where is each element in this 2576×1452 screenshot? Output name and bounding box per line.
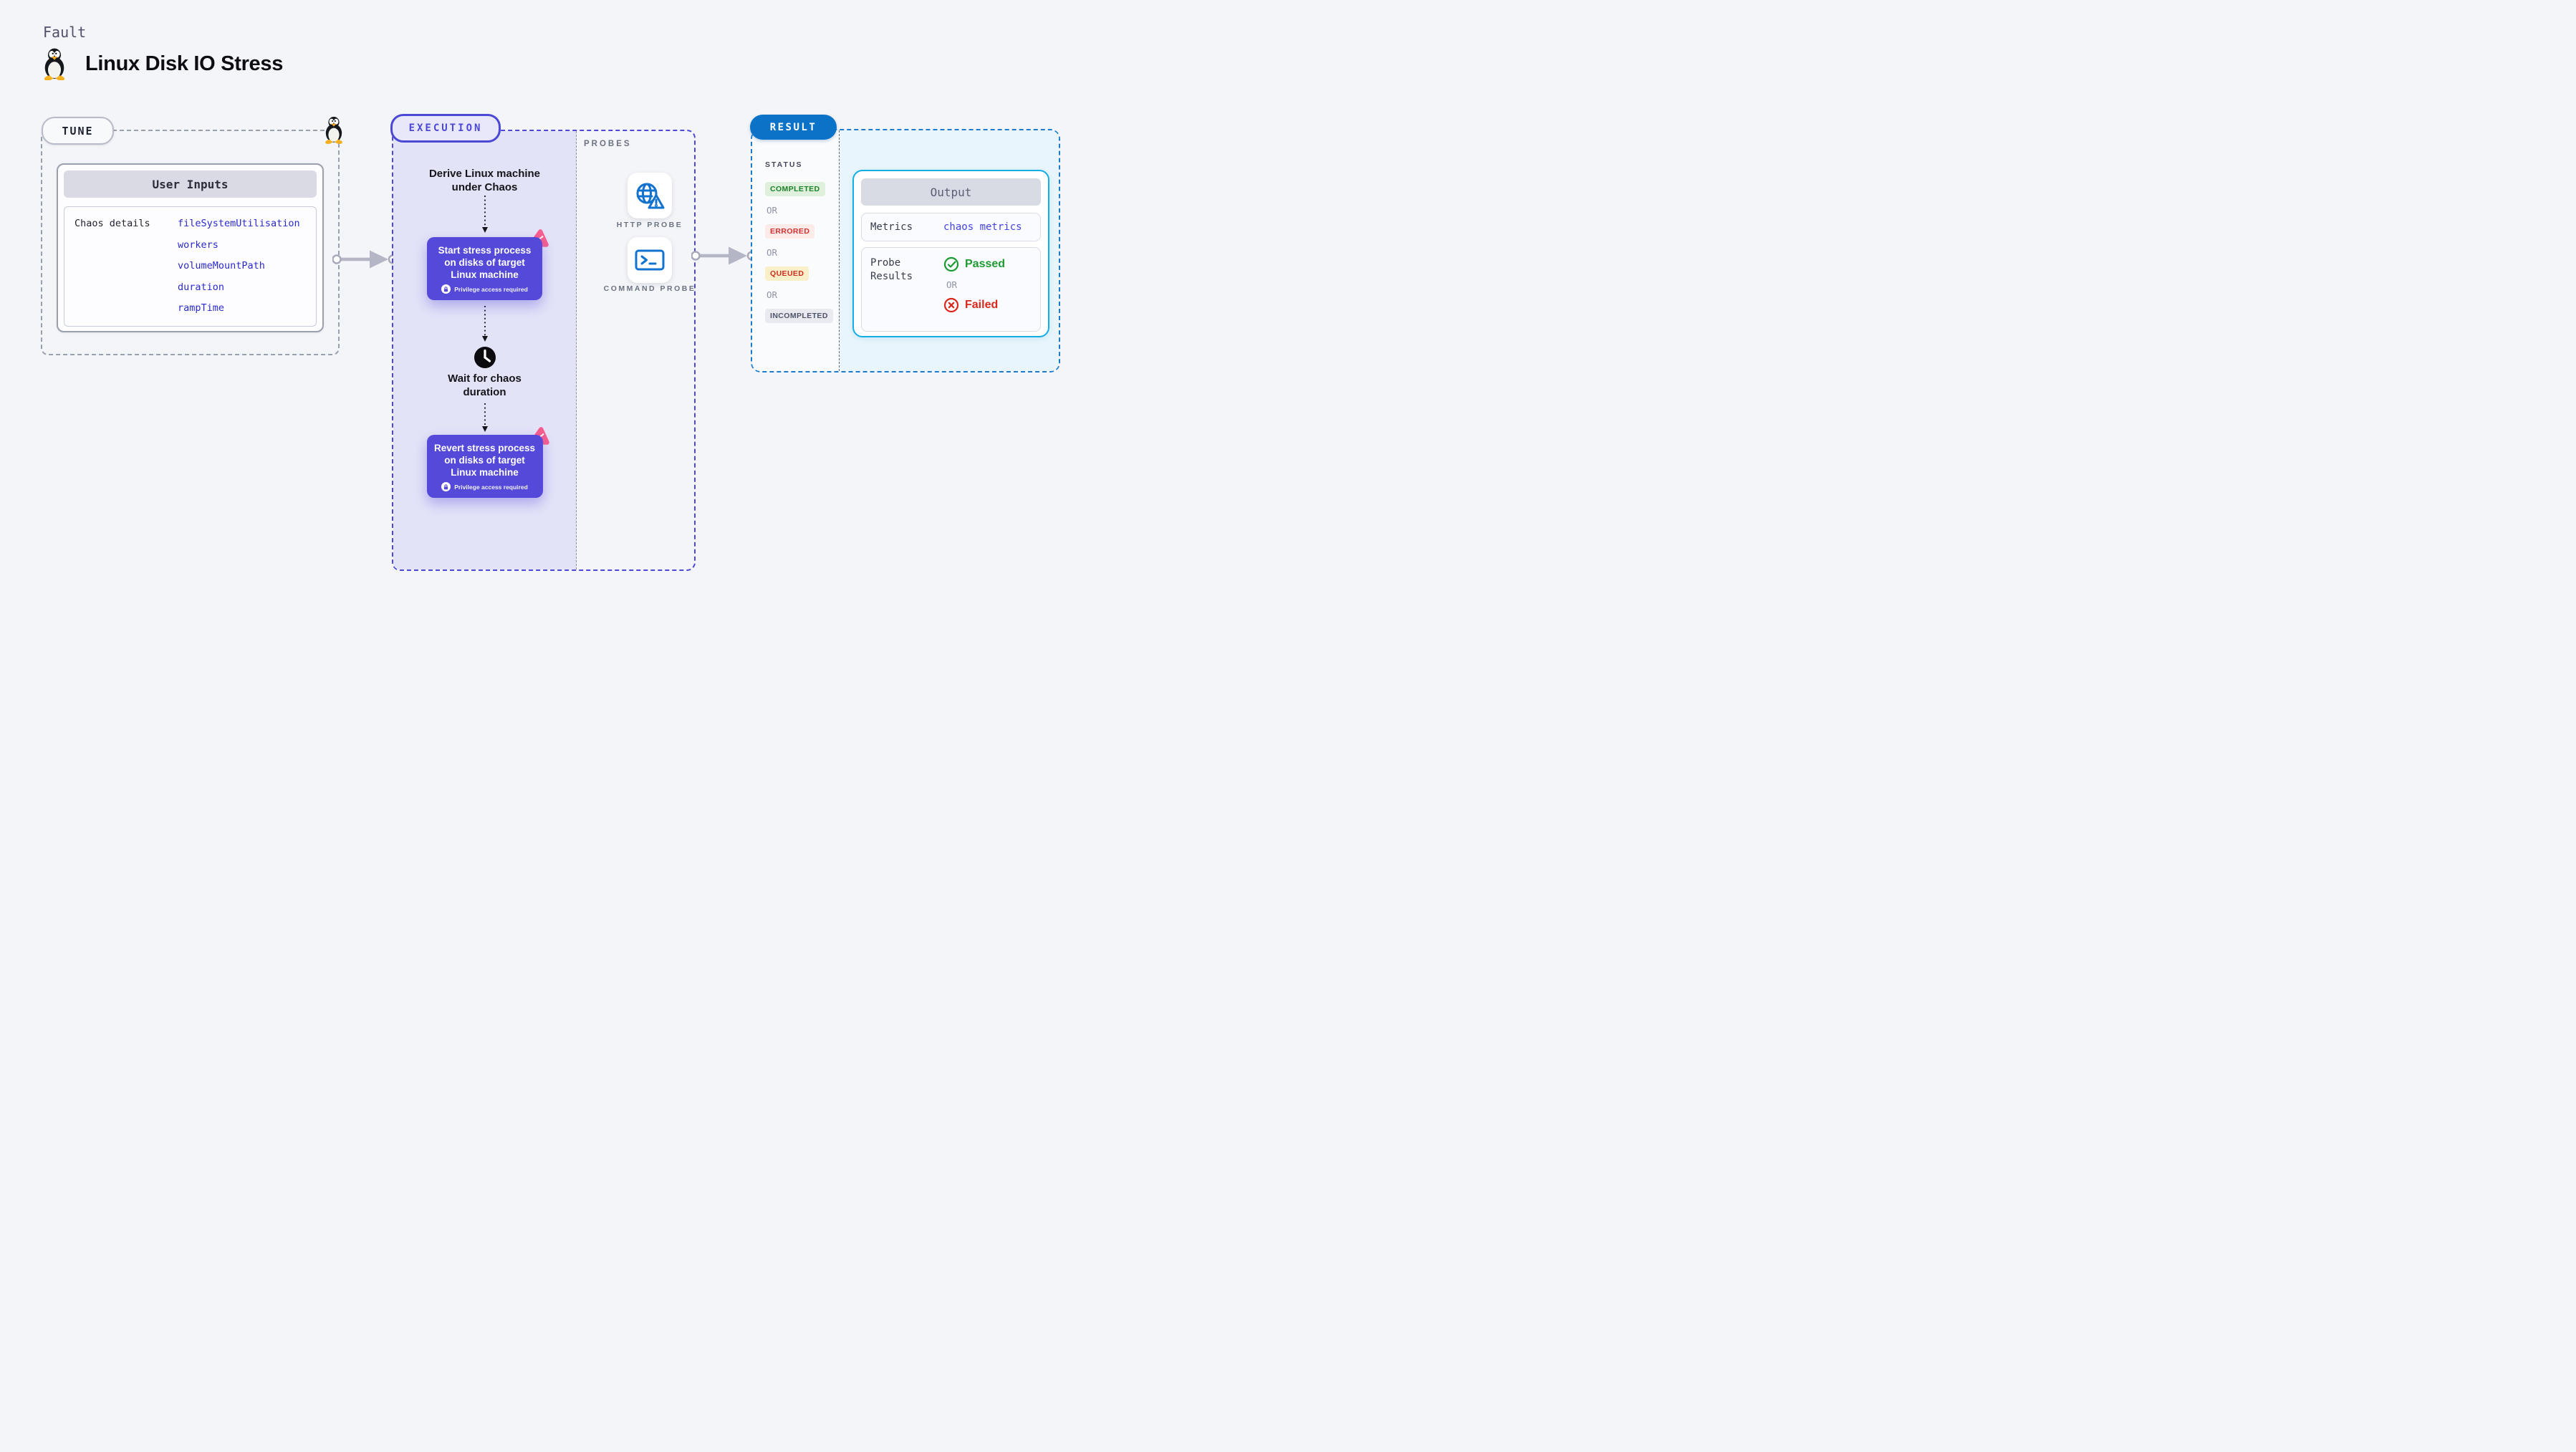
or-separator: OR: [766, 289, 778, 300]
passed-label: Passed: [965, 258, 1006, 270]
result-section: STATUS COMPLETED OR ERRORED OR QUEUED OR…: [751, 129, 1060, 372]
start-stress-card: Start stress process on disks of target …: [427, 237, 542, 300]
status-badge-errored: ERRORED: [765, 224, 815, 239]
probes-to-result-arrow: [691, 246, 757, 265]
input-item: duration: [178, 281, 225, 293]
lock-icon: [441, 482, 451, 491]
passed-result: Passed: [943, 256, 1005, 272]
command-probe-label: COMMAND PROBE: [603, 284, 696, 293]
output-title: Output: [861, 178, 1041, 206]
http-probe-label: HTTP PROBE: [616, 221, 683, 229]
status-column: STATUS COMPLETED OR ERRORED OR QUEUED OR…: [752, 130, 840, 371]
result-section-pill: RESULT: [750, 115, 837, 140]
start-stress-text: Start stress process on disks of target …: [438, 245, 532, 280]
user-inputs-card: User Inputs Chaos details fileSystemUtil…: [57, 163, 324, 332]
or-separator: OR: [766, 205, 778, 216]
clock-icon: [474, 347, 496, 368]
start-stress-node: Start stress process on disks of target …: [427, 237, 542, 300]
status-badge-incompleted: INCOMPLETED: [765, 309, 833, 323]
user-inputs-title: User Inputs: [64, 170, 317, 198]
flow-arrow-down-icon: [481, 403, 488, 432]
tux-linux-icon: [44, 48, 65, 80]
x-circle-icon: [943, 297, 959, 313]
page-title: Linux Disk IO Stress: [85, 52, 284, 75]
privilege-note: Privilege access required: [433, 482, 537, 491]
probes-section: PROBES HTTP PROBE: [577, 131, 694, 569]
fault-kicker: Fault: [43, 24, 87, 41]
status-list: COMPLETED OR ERRORED OR QUEUED OR INCOMP…: [765, 178, 833, 323]
probe-results-label: Probe Results: [870, 257, 913, 282]
lock-icon: [441, 284, 451, 294]
chaos-details-label: Chaos details: [75, 218, 150, 229]
revert-stress-text: Revert stress process on disks of target…: [433, 443, 536, 478]
or-separator: OR: [946, 279, 958, 290]
chaos-inputs-list: fileSystemUtilisation workers volumeMoun…: [178, 218, 300, 326]
flow-arrow-down-icon: [481, 306, 488, 342]
privilege-note: Privilege access required: [433, 284, 537, 294]
metrics-row: Metrics chaos metrics: [861, 213, 1041, 241]
revert-stress-card: Revert stress process on disks of target…: [426, 435, 543, 498]
probe-results-row: Probe Results Passed OR: [861, 247, 1041, 332]
status-badge-queued: QUEUED: [765, 266, 809, 281]
terminal-icon: [635, 249, 665, 271]
input-item: fileSystemUtilisation: [178, 218, 300, 229]
input-item: rampTime: [178, 302, 225, 314]
metrics-label: Metrics: [870, 221, 913, 233]
page-header: Linux Disk IO Stress: [41, 47, 283, 80]
globe-alert-icon: [636, 183, 665, 209]
execution-section: Derive Linux machine under Chaos Start s…: [392, 130, 696, 571]
tux-linux-icon-small: [325, 117, 343, 144]
input-item: workers: [178, 239, 218, 251]
status-label: STATUS: [765, 160, 803, 169]
tune-section-pill: TUNE: [42, 117, 114, 145]
failed-result: Failed: [943, 297, 1005, 313]
http-probe-card: [628, 173, 672, 218]
wait-step-text: Wait for chaos duration: [448, 372, 522, 398]
output-card: Output Metrics chaos metrics Probe Resul…: [852, 170, 1049, 337]
command-probe-card: [628, 237, 672, 283]
derive-step-text: Derive Linux machine under Chaos: [428, 168, 541, 193]
status-badge-completed: COMPLETED: [765, 182, 825, 196]
privilege-note-text: Privilege access required: [454, 285, 528, 293]
probes-label: PROBES: [584, 140, 632, 148]
flow-arrow-down-icon: [481, 196, 488, 233]
revert-stress-node: Revert stress process on disks of target…: [426, 435, 543, 498]
tune-section: User Inputs Chaos details fileSystemUtil…: [41, 117, 343, 355]
user-inputs-table: Chaos details fileSystemUtilisation work…: [64, 206, 317, 327]
execution-section-pill: EXECUTION: [390, 114, 501, 143]
probe-results-values: Passed OR Failed: [943, 256, 1005, 331]
input-item: volumeMountPath: [178, 260, 265, 271]
execution-flow: Derive Linux machine under Chaos Start s…: [393, 131, 576, 498]
metrics-value: chaos metrics: [943, 221, 1022, 233]
privilege-note-text: Privilege access required: [454, 483, 528, 491]
diagram-canvas: Fault Linux Disk IO Stress TUNE User Inp…: [0, 0, 1103, 622]
failed-label: Failed: [965, 299, 999, 311]
or-separator: OR: [766, 247, 778, 258]
tune-to-execution-arrow: [332, 250, 398, 269]
check-circle-icon: [943, 256, 959, 272]
